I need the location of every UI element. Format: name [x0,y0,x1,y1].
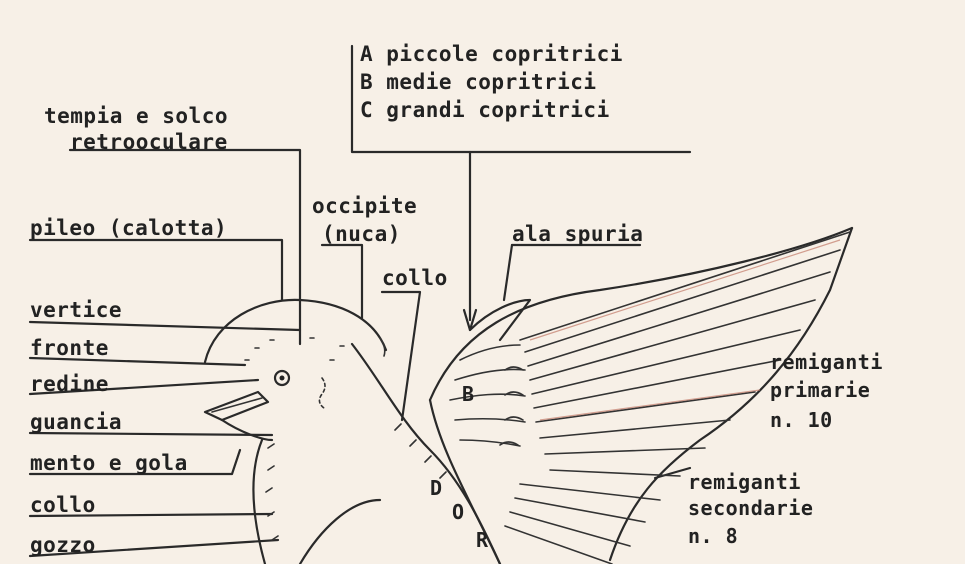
label-vertice: vertice [30,298,122,322]
legend-item-a: A piccole copritrici [360,42,623,66]
label-guancia: guancia [30,410,122,434]
label-collo-left: collo [30,493,96,517]
label-fronte: fronte [30,336,109,360]
label-remiganti-secondarie-line2: secondarie [688,496,813,520]
label-remiganti-primarie-line1: remiganti [770,350,883,374]
bird-outline [205,300,500,564]
label-redine: redine [30,372,109,396]
label-remiganti-primarie-line2: primarie [770,378,870,402]
label-gozzo: gozzo [30,533,96,557]
label-occipite-line2: (nuca) [322,222,401,246]
label-tempia-line1: tempia e solco [44,104,228,128]
label-remiganti-secondarie-line1: remiganti [688,470,801,494]
label-collo-top: collo [382,266,448,290]
legend-item-b: B medie copritrici [360,70,597,94]
dorso-letter-d: D [430,476,443,500]
label-remiganti-secondarie-line3: n. 8 [688,524,738,548]
label-occipite-line1: occipite [312,194,417,218]
label-pileo: pileo (calotta) [30,216,227,240]
label-ala-spuria: ala spuria [512,222,643,246]
wing-letter-b: B [462,382,475,406]
label-mento-gola: mento e gola [30,451,188,475]
label-remiganti-primarie-line3: n. 10 [770,408,833,432]
dorso-letter-o: O [452,500,465,524]
dorso-letter-r: R [476,528,489,552]
label-tempia-line2: retrooculare [70,130,228,154]
legend-item-c: C grandi copritrici [360,98,610,122]
